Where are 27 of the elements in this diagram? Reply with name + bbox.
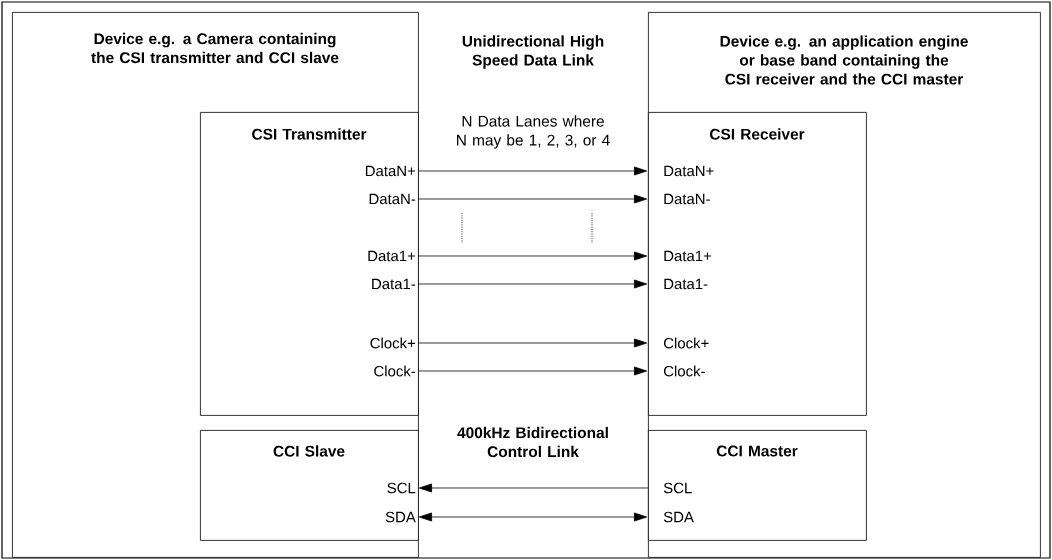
pin-label: SCL — [387, 482, 416, 494]
arrow — [417, 366, 648, 376]
pin-label: Data1- — [664, 278, 708, 290]
link-heading: 400kHz Bidirectional Control Link — [457, 426, 608, 458]
pin-label: SCL — [663, 482, 692, 494]
arrow — [417, 194, 648, 204]
pin-label: DataN+ — [664, 165, 714, 177]
link-heading: Unidirectional High Speed Data Link — [462, 35, 604, 69]
pin-label: Data1- — [372, 278, 416, 290]
pin-label: Clock+ — [370, 337, 416, 349]
arrow — [418, 512, 648, 522]
arrow — [417, 166, 648, 176]
pin-label: DataN- — [664, 193, 710, 205]
pin-label: DataN- — [369, 193, 416, 205]
arrow — [417, 338, 648, 348]
pin-label: Clock- — [374, 365, 416, 377]
note-text: N Data Lanes where N may be 1, 2, 3, or 4 — [457, 115, 610, 149]
arrow — [417, 279, 648, 289]
pin-label: Clock+ — [663, 337, 709, 349]
pin-label: SDA — [385, 511, 416, 523]
pin-label: Data1+ — [368, 250, 416, 262]
arrow — [418, 483, 649, 493]
pin-label: SDA — [663, 511, 694, 523]
pin-label: DataN+ — [365, 165, 416, 177]
pin-label: Clock- — [663, 365, 705, 377]
pin-label: Data1+ — [664, 250, 712, 262]
arrow — [417, 251, 648, 261]
